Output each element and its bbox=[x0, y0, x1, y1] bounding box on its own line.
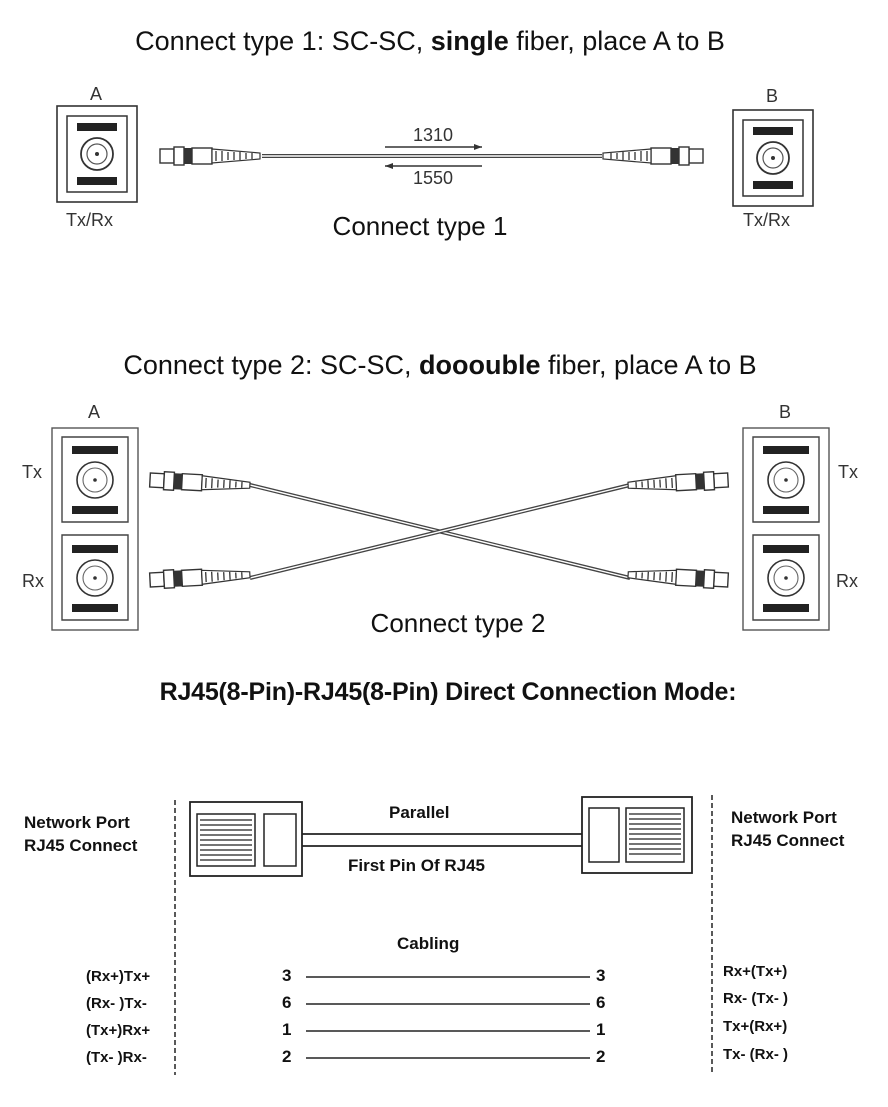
type1-port-a bbox=[56, 105, 138, 203]
pin-left-label: (Tx+)Rx+ bbox=[86, 1022, 151, 1039]
type1-wavelength-1310: 1310 bbox=[413, 125, 454, 145]
type1-fiber-cable bbox=[159, 146, 704, 166]
pin-right-number: 1 bbox=[596, 1020, 606, 1039]
type2-title-prefix: Connect type 2: SC-SC, bbox=[123, 350, 419, 380]
type1-title-prefix: Connect type 1: SC-SC, bbox=[135, 26, 431, 56]
pin-right-number: 2 bbox=[596, 1047, 606, 1066]
type1-title: Connect type 1: SC-SC, single fiber, pla… bbox=[0, 26, 860, 57]
type2-left-rx-label: Rx bbox=[22, 571, 44, 591]
type2-right-rx-label: Rx bbox=[836, 571, 858, 591]
type1-arrow-back bbox=[385, 163, 482, 169]
type2-label-a: A bbox=[88, 402, 101, 422]
pin-left-label: (Rx- )Tx- bbox=[86, 995, 147, 1012]
pin-right-number: 3 bbox=[596, 966, 606, 985]
rj45-right-plug bbox=[581, 796, 693, 874]
type1-caption: Connect type 1 bbox=[332, 211, 508, 241]
rj45-left-port-line2: RJ45 Connect bbox=[24, 836, 138, 855]
type2-right-tx-label: Tx bbox=[838, 462, 858, 482]
pin-left-number: 6 bbox=[282, 993, 292, 1012]
pin-right-label: Rx+(Tx+) bbox=[723, 963, 788, 980]
pin-right-number: 6 bbox=[596, 993, 606, 1012]
type1-label-a: A bbox=[90, 84, 103, 104]
type1-wavelength-1550: 1550 bbox=[413, 168, 454, 188]
rj45-pin-wires bbox=[306, 976, 590, 1059]
type1-title-suffix: fiber, place A to B bbox=[508, 26, 725, 56]
rj45-cabling-label: Cabling bbox=[397, 934, 460, 953]
pin-right-label: Tx+(Rx+) bbox=[723, 1018, 788, 1035]
rj45-right-port-line1: Network Port bbox=[731, 808, 837, 827]
type2-title: Connect type 2: SC-SC, dooouble fiber, p… bbox=[0, 350, 880, 381]
pin-left-number: 3 bbox=[282, 966, 292, 985]
rj45-title: RJ45(8-Pin)-RJ45(8-Pin) Direct Connectio… bbox=[159, 678, 737, 706]
pin-left-label: (Rx+)Tx+ bbox=[86, 968, 151, 985]
type1-port-b bbox=[732, 109, 814, 207]
rj45-right-port-line2: RJ45 Connect bbox=[731, 831, 845, 850]
type2-fiber-cable-rx-tx bbox=[148, 470, 730, 590]
type2-label-b: B bbox=[779, 402, 792, 422]
rj45-left-port-line1: Network Port bbox=[24, 813, 130, 832]
pin-right-label: Tx- (Rx- ) bbox=[723, 1046, 788, 1063]
rj45-parallel-cable bbox=[302, 833, 582, 847]
type2-title-suffix: fiber, place A to B bbox=[540, 350, 757, 380]
type1-port-a-label: Tx/Rx bbox=[66, 210, 113, 230]
type1-arrow-forward bbox=[385, 144, 482, 150]
rj45-left-plug bbox=[189, 801, 303, 877]
pin-left-label: (Tx- )Rx- bbox=[86, 1049, 147, 1066]
rj45-parallel-label: Parallel bbox=[389, 803, 450, 822]
pin-right-label: Rx- (Tx- ) bbox=[723, 990, 788, 1007]
type1-title-bold: single bbox=[430, 26, 509, 56]
type2-left-tx-label: Tx bbox=[22, 462, 42, 482]
pin-left-number: 1 bbox=[282, 1020, 292, 1039]
type1-port-b-label: Tx/Rx bbox=[743, 210, 790, 230]
type2-title-bold: dooouble bbox=[419, 350, 541, 380]
type1-label-b: B bbox=[766, 86, 779, 106]
pin-left-number: 2 bbox=[282, 1047, 292, 1066]
type2-port-b bbox=[742, 427, 830, 631]
rj45-first-pin-label: First Pin Of RJ45 bbox=[348, 856, 485, 875]
type2-port-a bbox=[51, 427, 139, 631]
type2-caption: Connect type 2 bbox=[370, 608, 546, 638]
